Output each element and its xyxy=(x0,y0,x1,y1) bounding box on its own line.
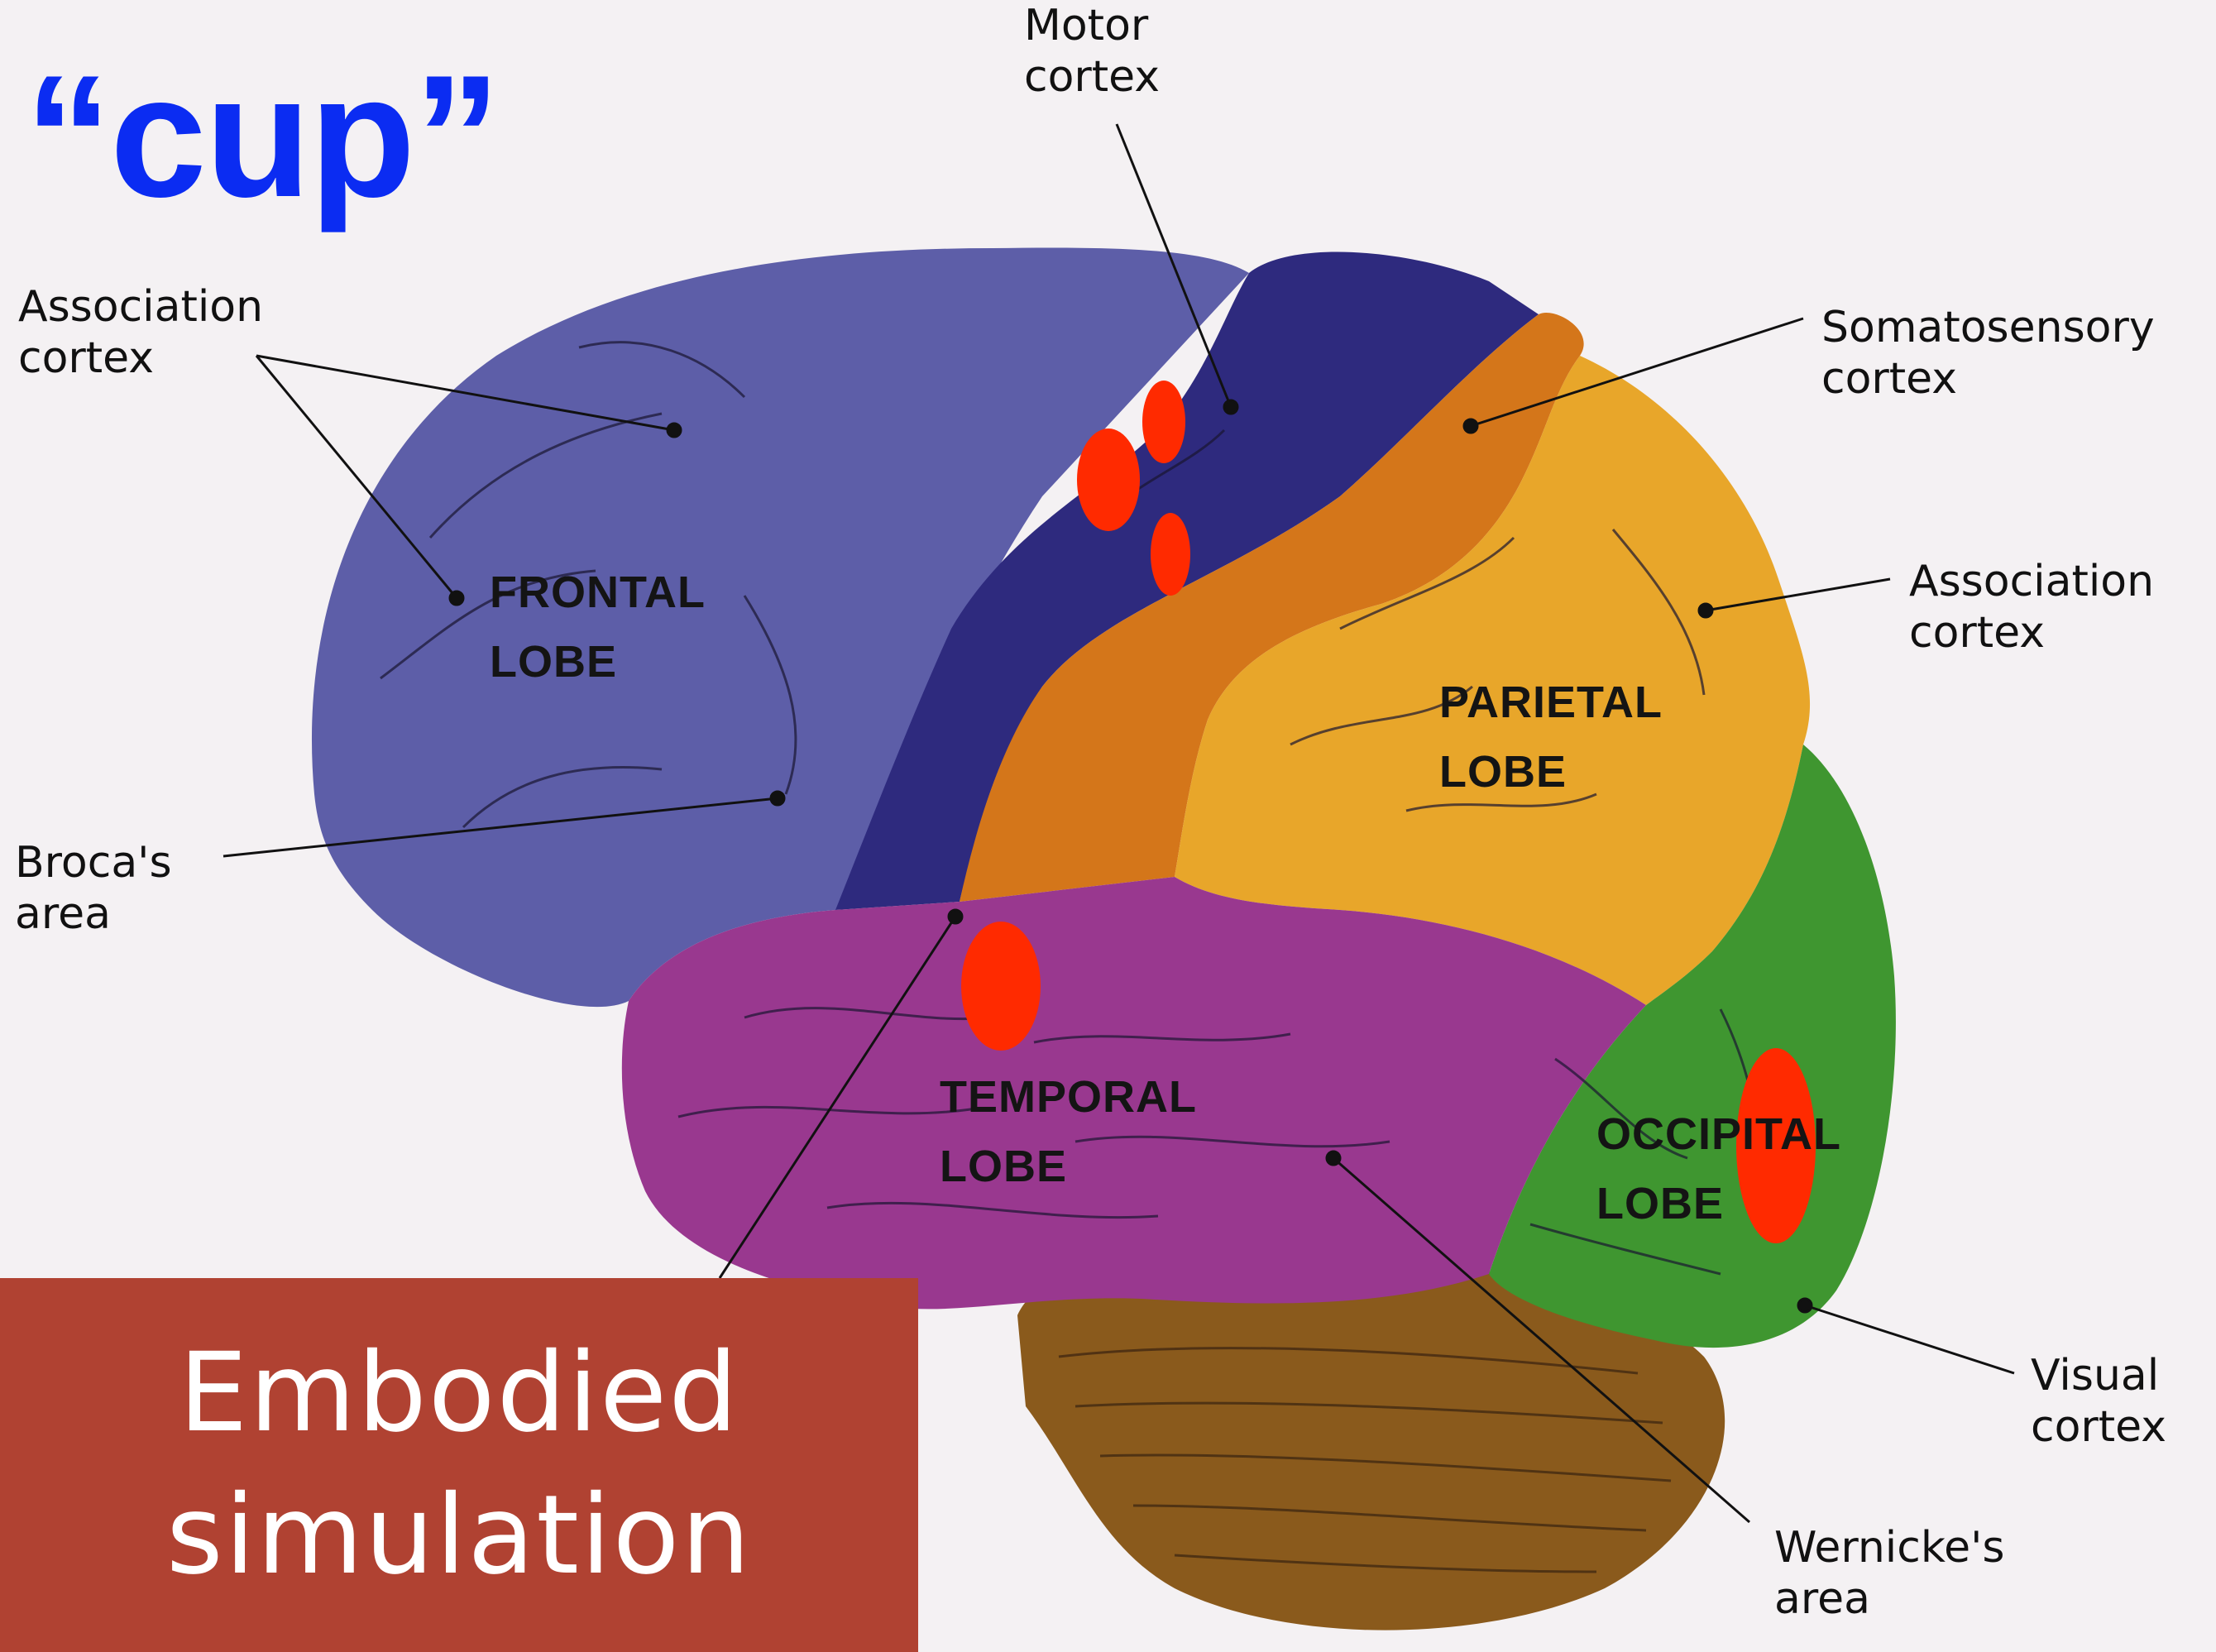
activation-motor-2 xyxy=(1077,429,1140,531)
association-right-line-1: Association xyxy=(1909,556,2154,607)
association-cortex-left-label: Association cortex xyxy=(18,281,263,385)
visual-line-2: cortex xyxy=(2031,1401,2166,1453)
word-cup: “cup” xyxy=(25,50,499,223)
visual-line-1: Visual xyxy=(2031,1350,2166,1401)
frontal-line-2: LOBE xyxy=(490,628,706,697)
temporal-lobe-label: TEMPORAL LOBE xyxy=(940,1063,1197,1201)
motor-line-1: Motor xyxy=(1024,0,1160,51)
wernicke-line-1: Wernicke's xyxy=(1774,1522,2004,1573)
broca-line-2: area xyxy=(15,888,172,940)
occipital-line-2: LOBE xyxy=(1596,1170,1841,1239)
activation-motor-3 xyxy=(1151,513,1190,596)
caption-line-1: Embodied xyxy=(179,1323,739,1465)
temporal-line-2: LOBE xyxy=(940,1132,1197,1202)
wernicke-line-2: area xyxy=(1774,1573,2004,1625)
occipital-line-1: OCCIPITAL xyxy=(1596,1100,1841,1170)
somatosensory-line-1: Somatosensory xyxy=(1821,302,2155,353)
caption-box: Embodied simulation xyxy=(0,1278,918,1652)
frontal-lobe-label: FRONTAL LOBE xyxy=(490,558,706,697)
wernickes-area-label: Wernicke's area xyxy=(1774,1522,2004,1626)
caption-line-2: simulation xyxy=(166,1465,752,1607)
temporal-line-1: TEMPORAL xyxy=(940,1063,1197,1132)
broca-line-1: Broca's xyxy=(15,837,172,888)
parietal-line-2: LOBE xyxy=(1439,738,1663,807)
activation-temporal xyxy=(961,922,1041,1051)
motor-cortex-label: Motor cortex xyxy=(1024,0,1160,103)
somatosensory-line-2: cortex xyxy=(1821,353,2155,405)
frontal-line-1: FRONTAL xyxy=(490,558,706,628)
association-right-line-2: cortex xyxy=(1909,607,2154,658)
brocas-area-label: Broca's area xyxy=(15,837,172,941)
visual-cortex-label: Visual cortex xyxy=(2031,1350,2166,1453)
association-left-line-2: cortex xyxy=(18,333,263,384)
parietal-line-1: PARIETAL xyxy=(1439,668,1663,738)
motor-line-2: cortex xyxy=(1024,51,1160,103)
occipital-lobe-label: OCCIPITAL LOBE xyxy=(1596,1100,1841,1238)
parietal-lobe-label: PARIETAL LOBE xyxy=(1439,668,1663,807)
association-cortex-right-label: Association cortex xyxy=(1909,556,2154,659)
activation-motor-1 xyxy=(1142,381,1185,463)
somatosensory-cortex-label: Somatosensory cortex xyxy=(1821,302,2155,405)
association-left-line-1: Association xyxy=(18,281,263,333)
